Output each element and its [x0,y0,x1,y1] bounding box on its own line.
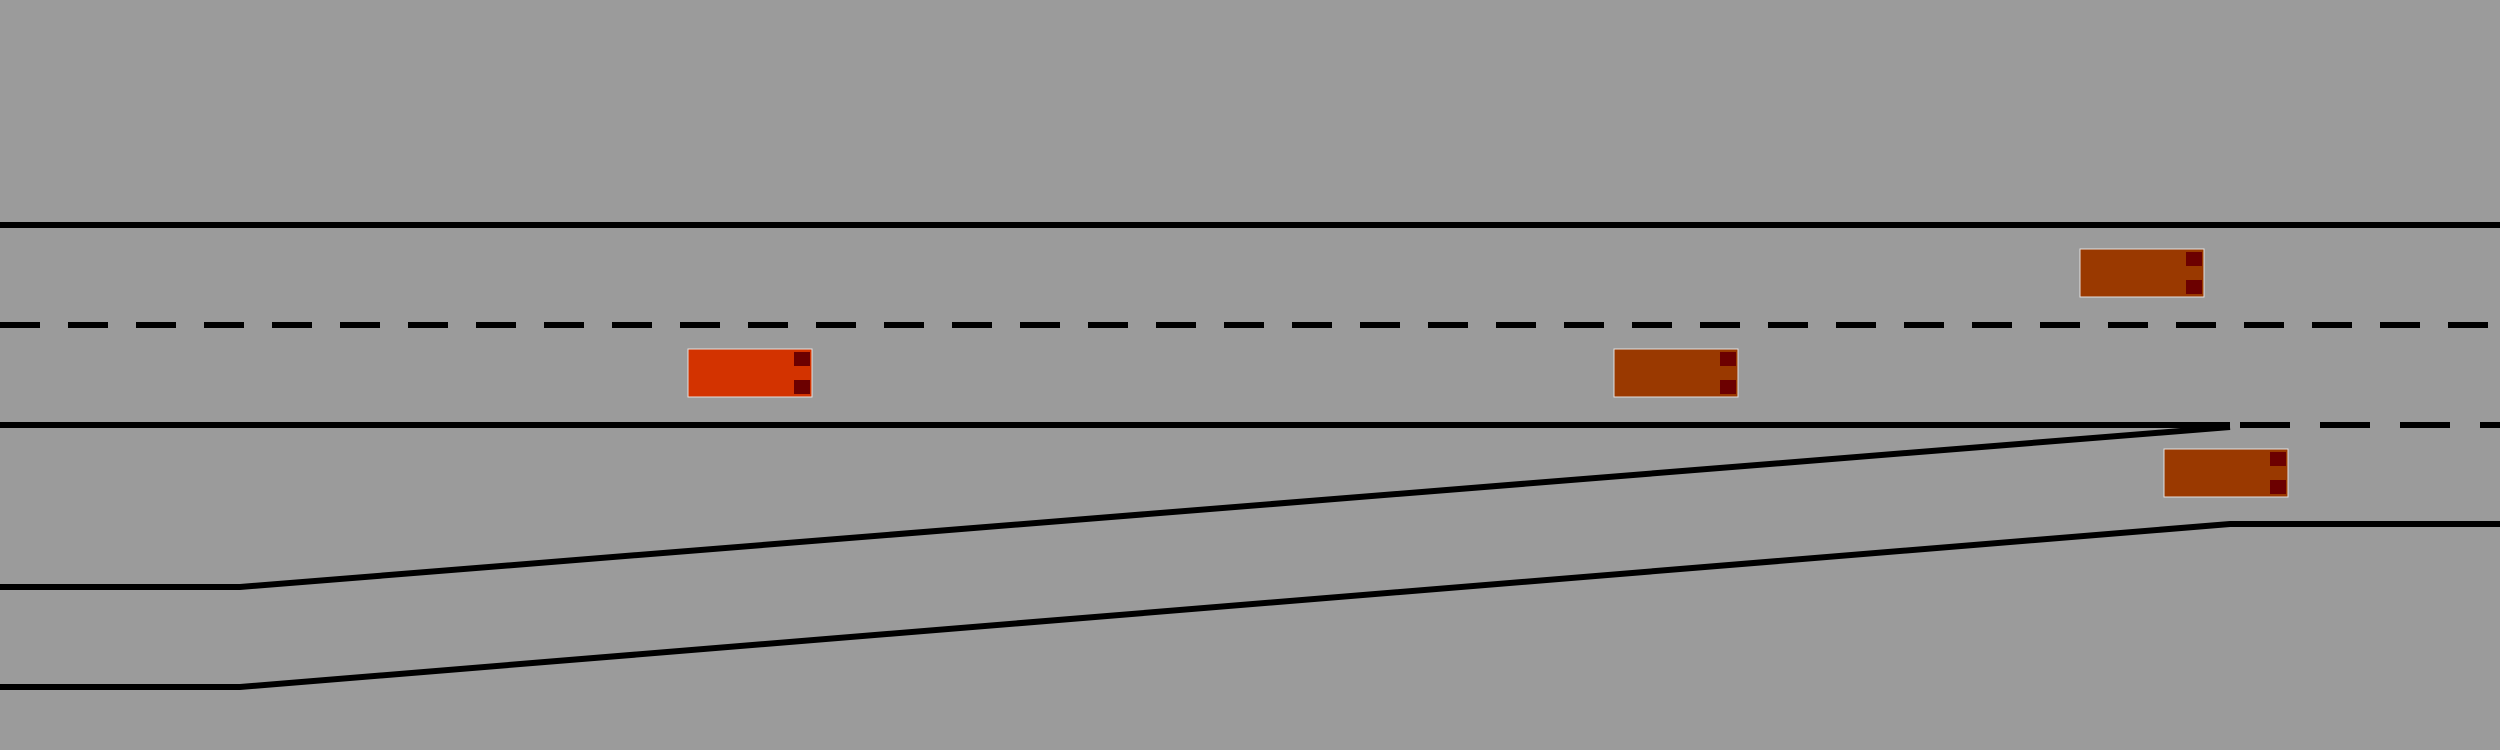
taillight [2186,252,2202,266]
taillight [2270,480,2286,494]
taillight [794,380,810,394]
taillight [2270,452,2286,466]
taillight [2186,280,2202,294]
traffic-vehicle [1613,348,1739,398]
vehicle-body [687,348,813,398]
vehicle-body [2163,448,2289,498]
traffic-vehicle [2163,448,2289,498]
merge-lane-upper-edge-line [0,424,2231,590]
taillight [1720,352,1736,366]
traffic-vehicle [2079,248,2205,298]
taillight [794,352,810,366]
vehicle-body [1613,348,1739,398]
vehicle-body [2079,248,2205,298]
taillight [1720,380,1736,394]
merge-lane-lower-edge-line [0,521,2500,690]
ego-vehicle [687,348,813,398]
